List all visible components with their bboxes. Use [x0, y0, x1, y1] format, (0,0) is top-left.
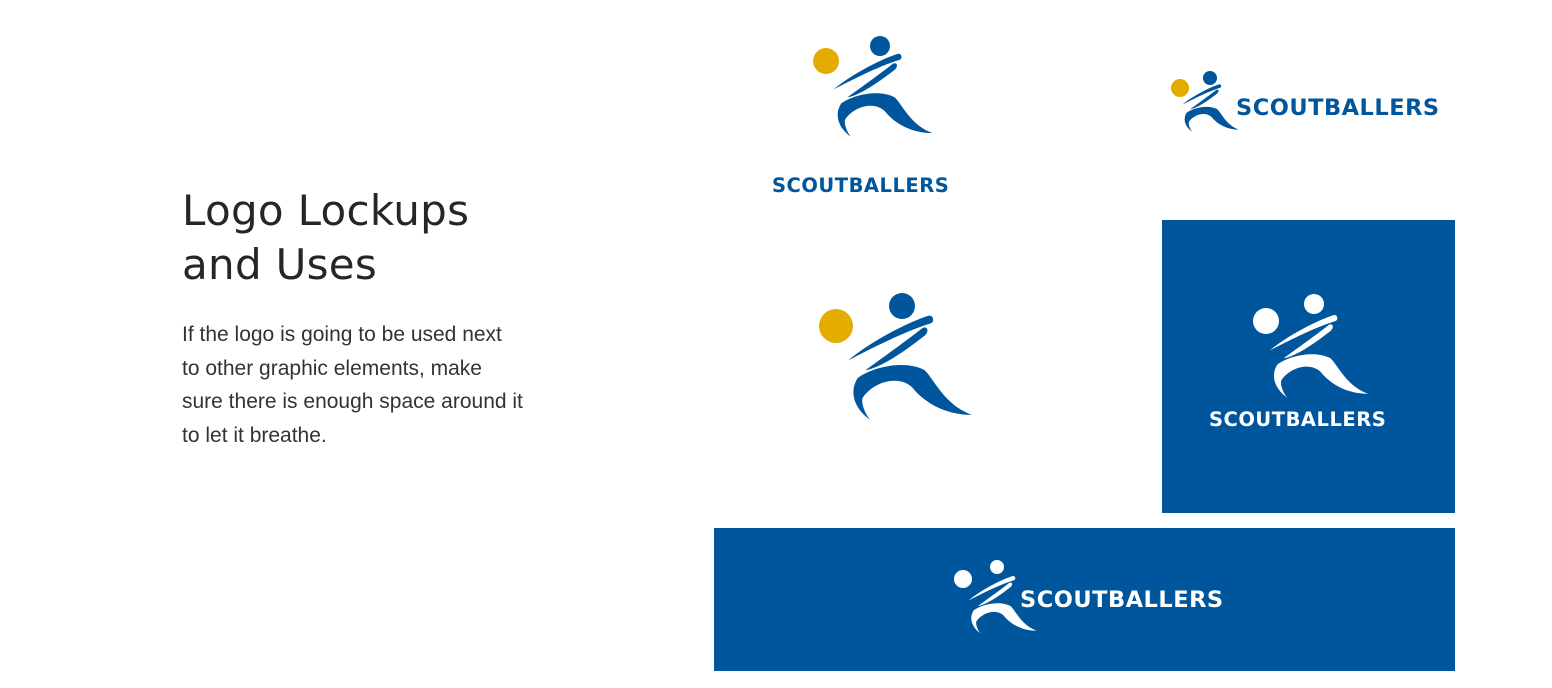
player-with-ball-icon	[819, 293, 972, 420]
page-title-line-1: Logo Lockups	[182, 186, 470, 235]
logo-on-blue-banner: SCOUTBALLERS	[714, 528, 1455, 671]
player-with-ball-icon	[813, 36, 933, 138]
brand-wordmark: SCOUTBALLERS	[1020, 587, 1224, 613]
player-with-ball-icon	[1171, 71, 1239, 132]
stacked-logo-lockup: SCOUTBALLERS	[770, 34, 970, 204]
horizontal-logo-lockup: SCOUTBALLERS	[1168, 70, 1458, 142]
page-title: Logo Lockups and Uses	[182, 184, 469, 292]
description-line-2: to other graphic elements, make	[182, 356, 482, 380]
logo-on-blue-square: SCOUTBALLERS	[1162, 220, 1455, 513]
page-title-line-2: and Uses	[182, 240, 378, 289]
description-line-3: sure there is enough space around it	[182, 390, 523, 413]
brand-wordmark: SCOUTBALLERS	[1209, 408, 1387, 431]
player-with-ball-icon	[954, 560, 1037, 634]
brand-wordmark: SCOUTBALLERS	[1236, 95, 1440, 121]
description-line-1: If the logo is going to be used next	[182, 323, 502, 346]
description-text: If the logo is going to be used next to …	[182, 318, 582, 452]
logo-mark-only	[814, 290, 978, 426]
player-with-ball-icon	[1253, 294, 1369, 398]
brand-wordmark: SCOUTBALLERS	[772, 174, 950, 197]
description-line-4: to let it breathe.	[182, 423, 327, 447]
